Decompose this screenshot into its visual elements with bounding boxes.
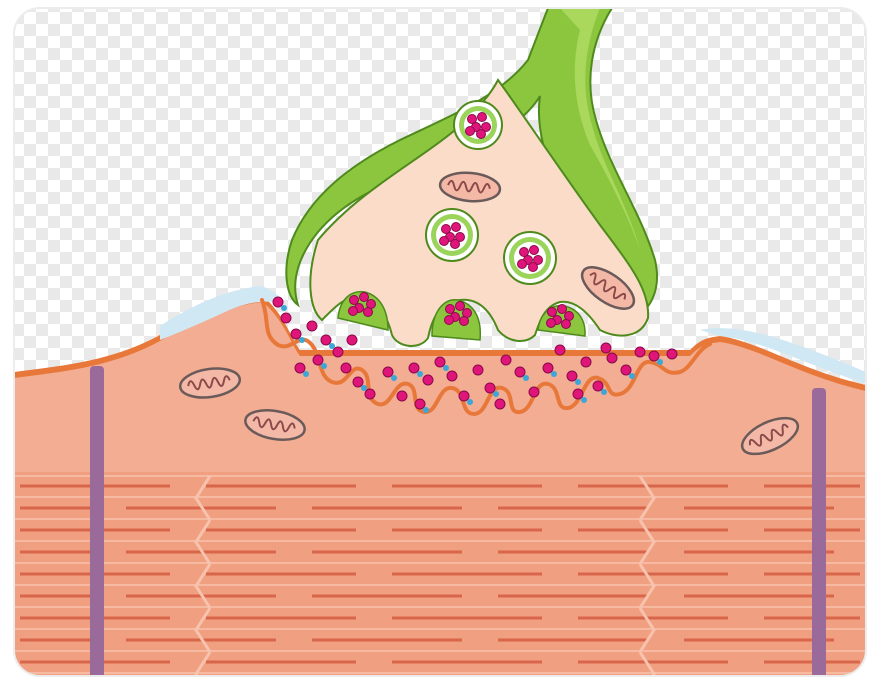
neurotransmitter-icon bbox=[409, 363, 419, 373]
neurotransmitter-icon bbox=[295, 363, 305, 373]
synaptic-vesicle-icon bbox=[454, 101, 502, 149]
neurotransmitter-icon bbox=[347, 335, 357, 345]
neurotransmitter-icon bbox=[435, 357, 445, 367]
neurotransmitter-icon bbox=[529, 387, 539, 397]
neurotransmitter-icon bbox=[518, 260, 527, 269]
neurotransmitter-icon bbox=[341, 363, 351, 373]
neurotransmitter-icon bbox=[447, 371, 457, 381]
synaptic-vesicle-icon bbox=[504, 232, 556, 284]
neurotransmitter-icon bbox=[501, 355, 511, 365]
receptor-icon bbox=[423, 407, 429, 413]
neurotransmitter-icon bbox=[415, 399, 425, 409]
neurotransmitter-icon bbox=[562, 320, 571, 329]
neurotransmitter-icon bbox=[397, 391, 407, 401]
neurotransmitter-icon bbox=[649, 351, 659, 361]
neurotransmitter-icon bbox=[456, 302, 465, 311]
neurotransmitter-icon bbox=[477, 130, 486, 139]
receptor-icon bbox=[575, 379, 581, 385]
neurotransmitter-icon bbox=[446, 305, 455, 314]
neurotransmitter-icon bbox=[291, 329, 301, 339]
receptor-icon bbox=[361, 385, 367, 391]
neurotransmitter-icon bbox=[543, 363, 553, 373]
neurotransmitter-icon bbox=[383, 367, 393, 377]
receptor-icon bbox=[443, 365, 449, 371]
neurotransmitter-icon bbox=[349, 307, 358, 316]
neurotransmitter-icon bbox=[364, 308, 373, 317]
neurotransmitter-icon bbox=[515, 367, 525, 377]
neurotransmitter-icon bbox=[459, 391, 469, 401]
receptor-icon bbox=[299, 337, 305, 343]
neurotransmitter-icon bbox=[573, 389, 583, 399]
neurotransmitter-icon bbox=[333, 347, 343, 357]
receptor-icon bbox=[551, 371, 557, 377]
receptor-icon bbox=[467, 399, 473, 405]
neurotransmitter-icon bbox=[273, 297, 283, 307]
neurotransmitter-icon bbox=[601, 343, 611, 353]
z-disc-right bbox=[812, 388, 826, 682]
neurotransmitter-icon bbox=[307, 321, 317, 331]
neurotransmitter-icon bbox=[460, 317, 469, 326]
neurotransmitter-icon bbox=[452, 223, 461, 232]
neurotransmitter-icon bbox=[621, 365, 631, 375]
neurotransmitter-icon bbox=[313, 355, 323, 365]
receptor-icon bbox=[321, 363, 327, 369]
neurotransmitter-icon bbox=[485, 383, 495, 393]
receptor-icon bbox=[303, 371, 309, 377]
neurotransmitter-icon bbox=[360, 293, 369, 302]
neurotransmitter-icon bbox=[321, 335, 331, 345]
receptor-icon bbox=[657, 359, 663, 365]
neurotransmitter-icon bbox=[558, 305, 567, 314]
neurotransmitter-icon bbox=[281, 313, 291, 323]
neurotransmitter-icon bbox=[581, 357, 591, 367]
neurotransmitter-icon bbox=[365, 389, 375, 399]
neurotransmitter-icon bbox=[350, 296, 359, 305]
neurotransmitter-icon bbox=[423, 375, 433, 385]
neurotransmitter-icon bbox=[530, 246, 539, 255]
neurotransmitter-icon bbox=[440, 237, 449, 246]
neurotransmitter-icon bbox=[547, 319, 556, 328]
neurotransmitter-icon bbox=[607, 353, 617, 363]
neurotransmitter-icon bbox=[667, 349, 677, 359]
receptor-icon bbox=[523, 375, 529, 381]
neurotransmitter-icon bbox=[473, 365, 483, 375]
neurotransmitter-icon bbox=[466, 127, 475, 136]
receptor-icon bbox=[493, 391, 499, 397]
neurotransmitter-icon bbox=[529, 263, 538, 272]
neurotransmitter-icon bbox=[445, 316, 454, 325]
neurotransmitter-icon bbox=[353, 377, 363, 387]
neurotransmitter-icon bbox=[567, 371, 577, 381]
receptor-icon bbox=[601, 389, 607, 395]
receptor-icon bbox=[417, 371, 423, 377]
neurotransmitter-icon bbox=[593, 381, 603, 391]
neurotransmitter-icon bbox=[495, 399, 505, 409]
neurotransmitter-icon bbox=[478, 113, 487, 122]
receptor-icon bbox=[629, 373, 635, 379]
neurotransmitter-icon bbox=[451, 240, 460, 249]
receptor-icon bbox=[391, 375, 397, 381]
neurotransmitter-icon bbox=[555, 345, 565, 355]
z-disc-left bbox=[90, 366, 104, 682]
synaptic-vesicle-icon bbox=[426, 209, 478, 261]
receptor-icon bbox=[581, 397, 587, 403]
neurotransmitter-icon bbox=[635, 347, 645, 357]
receptor-icon bbox=[281, 305, 287, 311]
neurotransmitter-icon bbox=[548, 308, 557, 317]
receptor-icon bbox=[329, 343, 335, 349]
